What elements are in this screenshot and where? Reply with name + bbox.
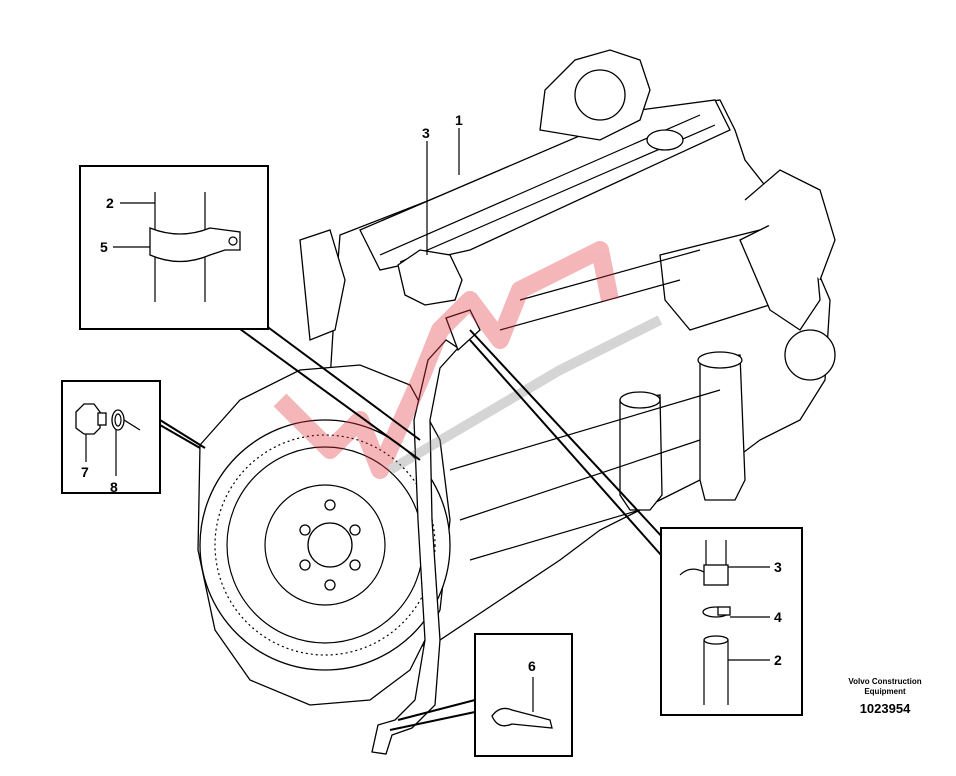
callout-label-3-detail: 3 xyxy=(774,559,782,575)
detail-box-hose-connection: 3 4 2 xyxy=(660,527,803,716)
drawing-number: 1023954 xyxy=(859,701,911,716)
callout-label-2: 2 xyxy=(106,195,114,211)
callout-label-6: 6 xyxy=(528,658,536,674)
callout-label-3: 3 xyxy=(422,125,430,141)
drawing-caption: Volvo Construction Equipment 1023954 xyxy=(820,677,950,716)
leader-lines xyxy=(159,128,666,731)
callout-label-2-detail: 2 xyxy=(774,652,782,668)
detail-box-hose-clamp: 2 5 xyxy=(79,165,269,330)
callout-label-1: 1 xyxy=(455,112,463,128)
company-name-line2: Equipment xyxy=(864,687,906,696)
callout-label-8: 8 xyxy=(110,479,118,495)
callout-label-4: 4 xyxy=(774,609,782,625)
engine-illustration xyxy=(197,49,836,755)
callout-label-5: 5 xyxy=(100,239,108,255)
detail-box-cable-tie: 6 xyxy=(474,633,573,757)
detail-box-plug: 7 8 xyxy=(61,380,161,495)
watermark-logo xyxy=(273,241,663,479)
callout-label-7: 7 xyxy=(81,464,89,480)
company-name: Volvo Construction xyxy=(848,677,922,686)
